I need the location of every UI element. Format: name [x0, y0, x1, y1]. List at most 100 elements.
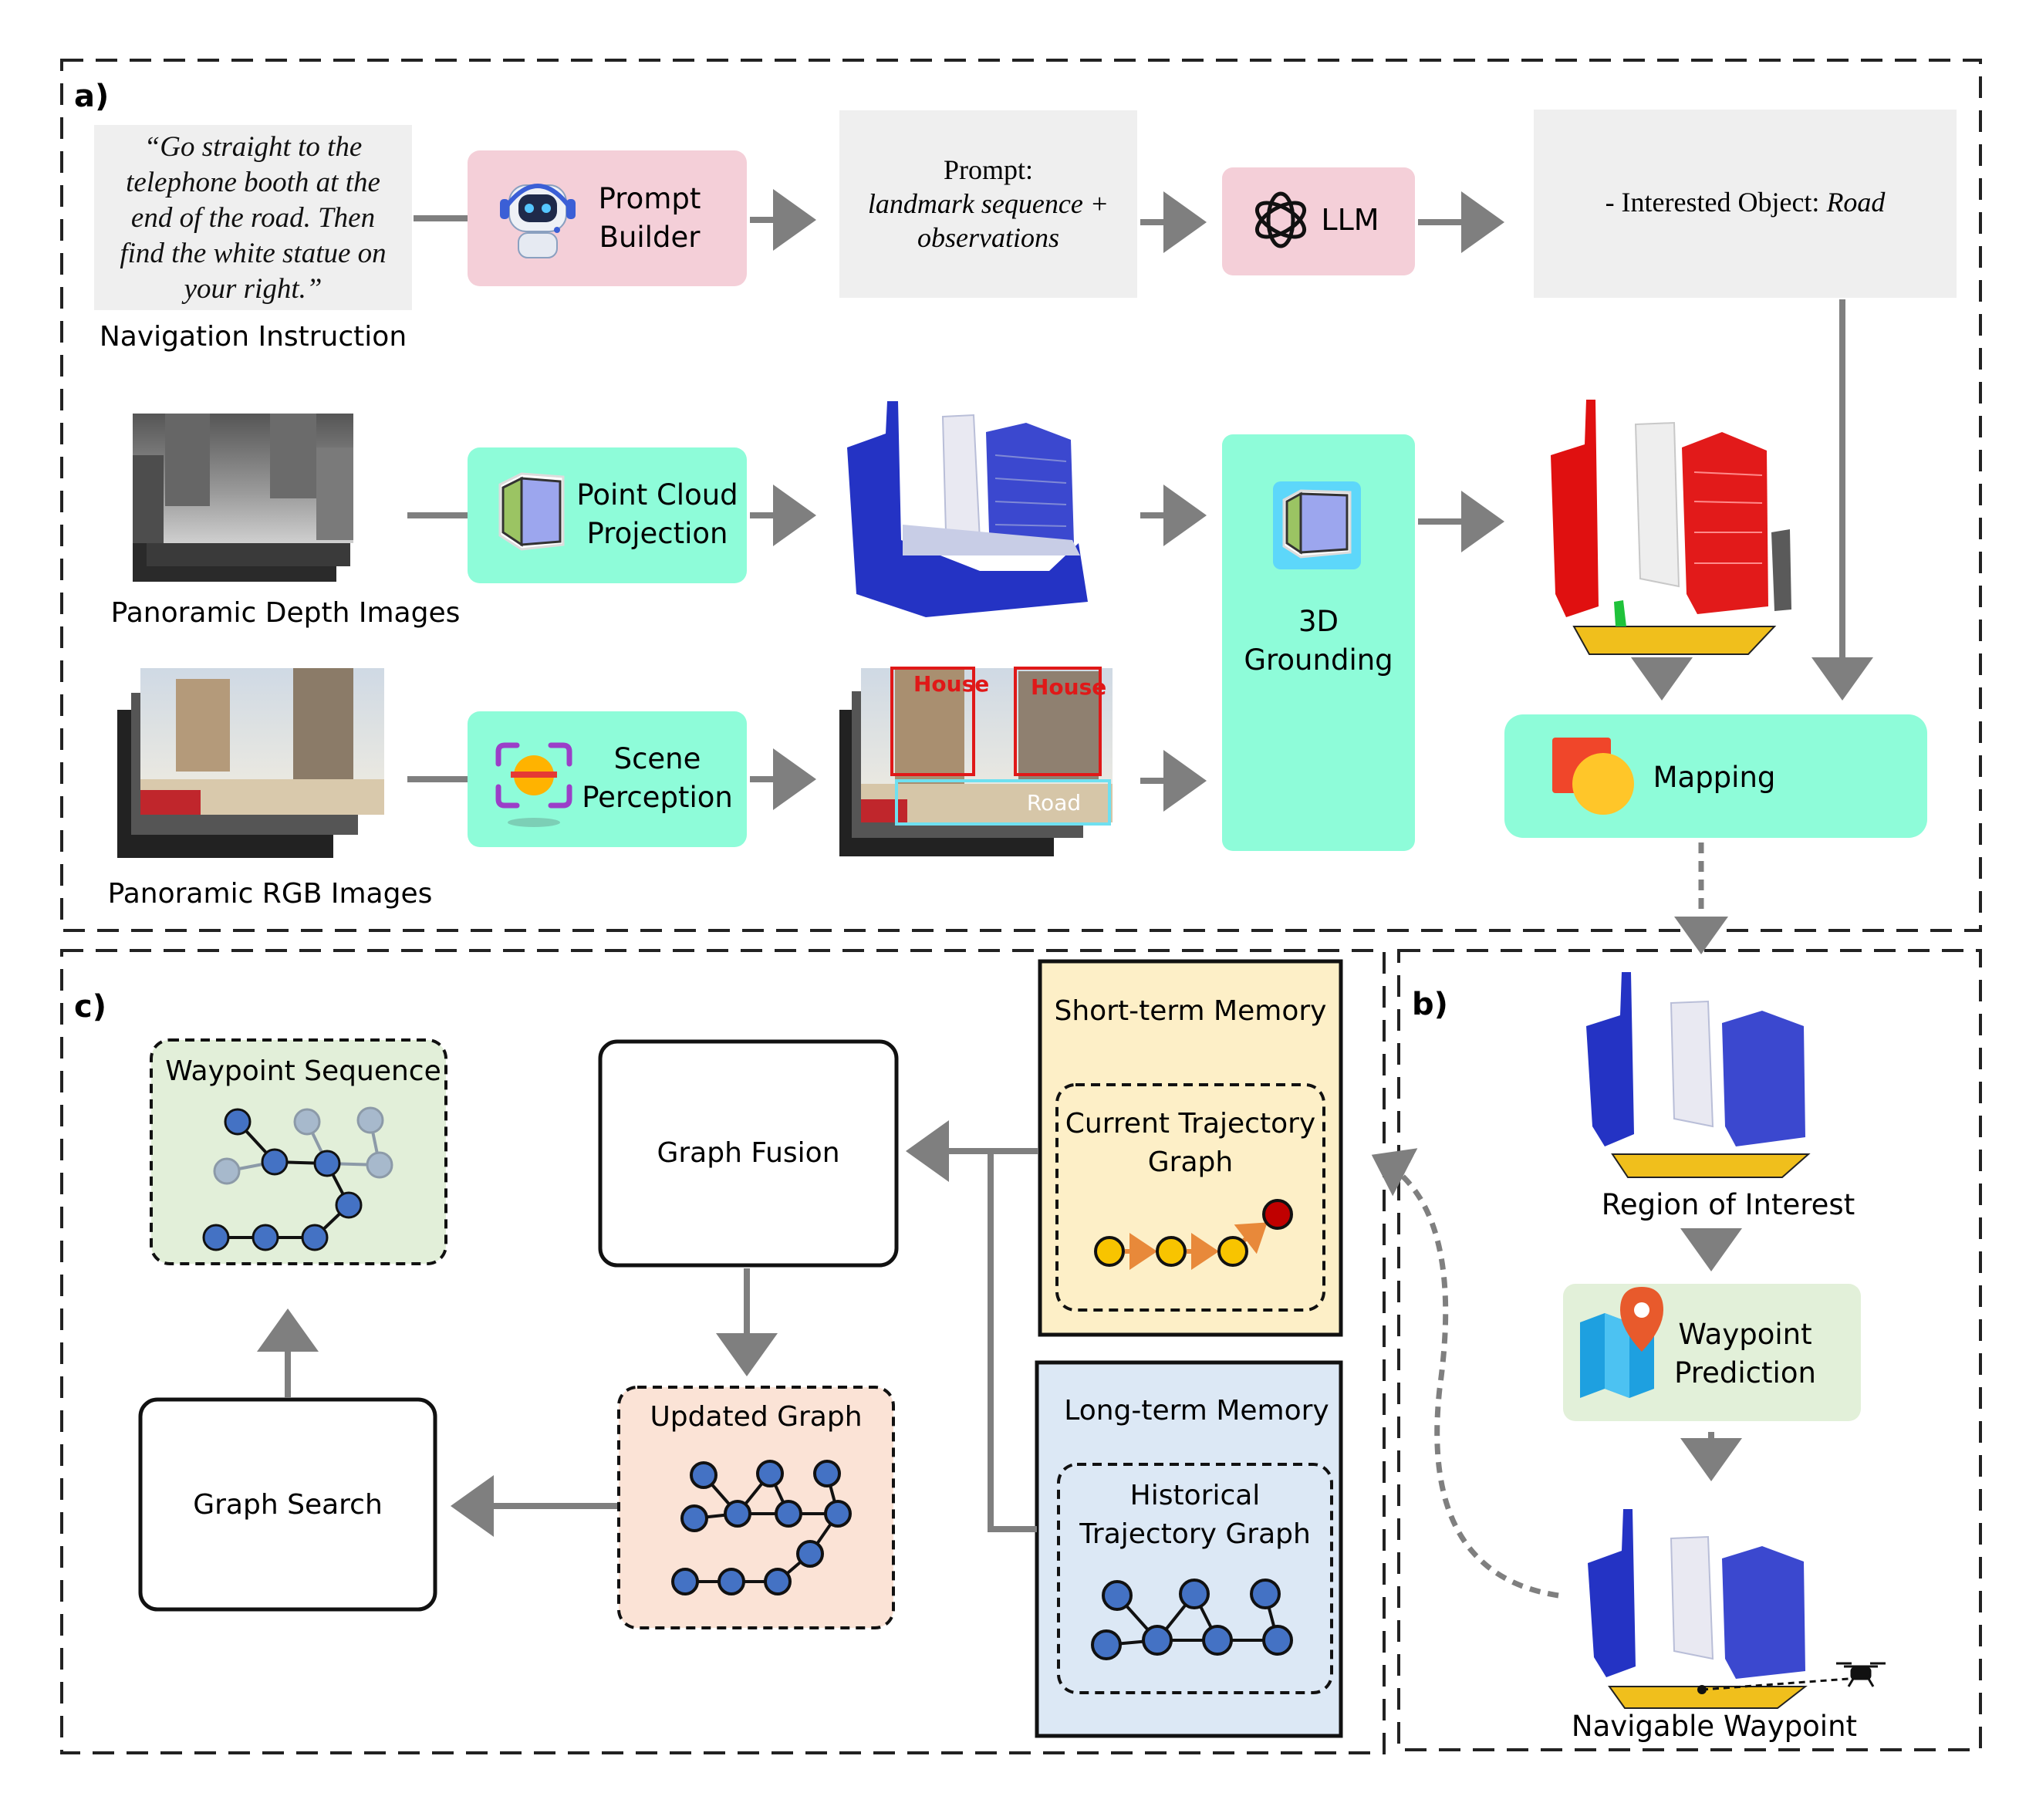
sequence-node-2	[261, 1148, 289, 1176]
interested-object-value: Road	[1825, 187, 1886, 218]
sequence-faded-node-2	[293, 1108, 321, 1136]
sequence-node-1	[224, 1108, 252, 1136]
short-term-memory-box	[1038, 959, 1343, 1337]
scene-perception-box	[468, 711, 747, 847]
llm-label: LLM	[1321, 203, 1379, 237]
instruction-line-5: your right.”	[181, 273, 322, 305]
updated-node-9	[764, 1568, 792, 1595]
long-term-memory-box	[1035, 1360, 1343, 1738]
rgb-images-stack	[117, 668, 384, 858]
prompt-builder-label-1: Prompt	[599, 182, 701, 215]
panel-b-label: b)	[1412, 987, 1448, 1022]
detection-label-road: Road	[1027, 790, 1081, 815]
historical-node-4	[1179, 1579, 1210, 1609]
current-node-1	[1094, 1236, 1125, 1267]
scan-icon	[495, 742, 572, 827]
robot-icon	[500, 184, 576, 258]
prompt-line-2: landmark sequence +	[868, 188, 1109, 219]
detection-box-house-1	[890, 667, 975, 776]
instruction-line-2: telephone booth at the	[126, 167, 380, 198]
panel-c-frame	[60, 949, 1386, 1754]
graph-fusion-box	[598, 1039, 899, 1268]
scene-perception-label-1: Scene	[614, 742, 701, 775]
panel-a-frame	[60, 59, 1982, 932]
rgb-caption: Panoramic RGB Images	[108, 878, 433, 910]
historical-trajectory-label-1: Historical	[1130, 1480, 1261, 1511]
historical-trajectory-graph-box	[1057, 1463, 1333, 1694]
detection-label-house-1: House	[913, 671, 989, 697]
detection-box-road	[895, 779, 1111, 826]
updated-node-10	[717, 1568, 745, 1595]
long-term-memory-label: Long-term Memory	[1064, 1395, 1329, 1427]
prompt-line-3: observations	[917, 222, 1059, 253]
interested-object-prefix: - Interested Object:	[1606, 187, 1827, 218]
current-node-3	[1217, 1236, 1248, 1267]
historical-node-5	[1202, 1625, 1233, 1656]
sequence-faded-node-3	[356, 1106, 384, 1134]
current-trajectory-label-1: Current Trajectory	[1065, 1108, 1315, 1140]
current-trajectory-graph-box	[1055, 1083, 1325, 1312]
sequence-node-6	[252, 1224, 279, 1251]
sequence-node-3	[313, 1150, 341, 1177]
waypoint-sequence-graph	[202, 1106, 393, 1251]
sequence-node-7	[202, 1224, 230, 1251]
instruction-line-3: end of the road. Then	[131, 202, 375, 234]
point-cloud-projection-label-2: Projection	[587, 517, 728, 550]
instruction-box	[94, 125, 412, 310]
waypoint-sequence-label: Waypoint Sequence	[165, 1055, 441, 1087]
updated-node-7	[824, 1500, 852, 1528]
interested-object-text: - Interested Object: Road	[1606, 187, 1886, 218]
updated-node-2	[680, 1504, 708, 1532]
3d-grounding-label-1: 3D	[1298, 605, 1339, 638]
dashed-feedback-arrow	[1371, 1148, 1559, 1599]
roi-point-cloud	[1586, 972, 1811, 1178]
historical-node-3	[1142, 1625, 1173, 1656]
historical-trajectory-graph	[1091, 1579, 1293, 1660]
detection-boxes: House House Road	[890, 667, 1111, 826]
panel-c-label: c)	[74, 989, 106, 1025]
updated-node-4	[756, 1460, 784, 1487]
panel-a-label: a)	[74, 79, 109, 114]
detection-label-house-2: House	[1031, 674, 1106, 700]
depth-images-stack	[133, 414, 353, 582]
llm-box	[1222, 167, 1415, 275]
interested-object-box	[1534, 110, 1957, 298]
updated-graph	[671, 1460, 852, 1595]
updated-node-5	[775, 1500, 802, 1528]
updated-node-6	[813, 1460, 841, 1487]
openai-logo-icon	[1254, 191, 1307, 248]
sequence-faded-node-4	[366, 1151, 393, 1179]
navigable-point-cloud	[1588, 1509, 1849, 1709]
sequence-faded-node-1	[213, 1157, 241, 1185]
detection-box-house-2	[1014, 667, 1102, 776]
historical-node-6	[1250, 1579, 1281, 1609]
instruction-caption: Navigation Instruction	[100, 321, 407, 353]
graph-search-box	[138, 1397, 437, 1612]
drone-icon	[1836, 1662, 1886, 1687]
waypoint-prediction-label-2: Prediction	[1674, 1356, 1816, 1389]
updated-node-8	[796, 1540, 824, 1568]
updated-node-3	[724, 1500, 751, 1528]
updated-node-1	[690, 1461, 717, 1489]
current-trajectory-label-2: Graph	[1148, 1146, 1233, 1178]
historical-node-1	[1091, 1629, 1122, 1660]
prompt-line-1: Prompt:	[944, 154, 1033, 185]
waypoint-sequence-box	[150, 1038, 447, 1265]
prompt-builder-label-2: Builder	[599, 221, 701, 254]
grounding-cube-icon	[1273, 481, 1361, 569]
map-pin-icon	[1580, 1287, 1663, 1398]
mapping-label: Mapping	[1653, 761, 1776, 794]
navigable-waypoint-caption: Navigable Waypoint	[1572, 1710, 1857, 1743]
current-trajectory-graph	[1094, 1199, 1293, 1270]
scene-perception-label-2: Perception	[582, 781, 733, 814]
depth-caption: Panoramic Depth Images	[111, 597, 461, 629]
point-cloud-blue	[847, 401, 1088, 617]
memory-to-fusion-connector	[906, 1120, 1038, 1532]
current-node-2	[1156, 1236, 1187, 1267]
instruction-line-4: find the white statue on	[120, 238, 386, 269]
sequence-node-4	[335, 1191, 363, 1219]
historical-node-2	[1102, 1580, 1133, 1611]
waypoint-prediction-label-1: Waypoint	[1678, 1318, 1811, 1351]
3d-grounding-label-2: Grounding	[1244, 643, 1393, 677]
